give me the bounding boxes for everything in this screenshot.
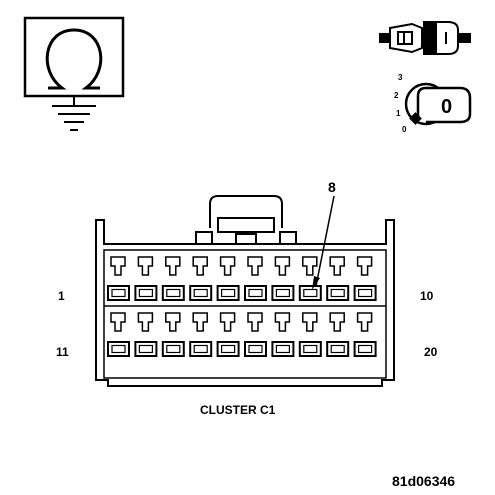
pin-cavity-inner (193, 344, 208, 354)
row1-end-label: 10 (420, 289, 434, 303)
pin-latch-tab (219, 256, 236, 276)
pin-latch-tab (192, 312, 208, 332)
pin-cavity-inner (330, 344, 345, 354)
ignition-position-1: 1 (396, 109, 401, 118)
ignition-position-3: 3 (398, 73, 403, 82)
ignition-key-icon: 3 2 1 0 0 (394, 73, 472, 134)
pin-latch-tab (329, 256, 345, 276)
omega-ground-icon (23, 16, 125, 131)
pin-cavity-inner (166, 344, 181, 354)
pin-latch-tab (302, 256, 318, 276)
pin-latch-tab (247, 256, 263, 276)
pin-cavity-inner (275, 288, 290, 298)
ignition-key-label: 0 (441, 96, 452, 118)
pin-latch-tab (137, 256, 154, 276)
pin-latch-tab (192, 256, 208, 276)
pin-callout-arrow (312, 195, 335, 290)
pin-cavity-inner (221, 288, 236, 298)
pin-cavity-inner (111, 344, 126, 354)
pin-latch-tab (302, 312, 318, 332)
pin-latch-tab (329, 312, 345, 332)
pin-cavity-inner (358, 288, 373, 298)
connector-plug-icon (379, 21, 471, 55)
pin-latch-tab (165, 256, 181, 276)
row2-end-label: 20 (424, 345, 438, 359)
pin-latch-tab (274, 312, 291, 332)
pin-latch-tab (356, 312, 373, 332)
pin-cavity-inner (221, 344, 236, 354)
pin-cavity-inner (248, 288, 263, 298)
connector-pins (107, 256, 377, 357)
callout-pin-label: 8 (328, 179, 336, 195)
connector-title: CLUSTER C1 (200, 403, 276, 417)
pin-cavity-inner (138, 344, 153, 354)
pin-cavity-inner (303, 344, 318, 354)
ignition-position-0: 0 (402, 125, 407, 134)
pin-cavity-inner (166, 288, 181, 298)
pin-latch-tab (219, 312, 236, 332)
pin-cavity-inner (248, 344, 263, 354)
pin-cavity-inner (330, 288, 345, 298)
pin-cavity-inner (138, 288, 153, 298)
pin-latch-tab (274, 256, 291, 276)
pin-cavity-inner (303, 288, 318, 298)
ignition-position-2: 2 (394, 91, 399, 100)
pin-cavity-inner (275, 344, 290, 354)
pin-cavity-inner (193, 288, 208, 298)
row2-start-label: 11 (56, 345, 69, 359)
figure-id: 81d06346 (392, 473, 455, 489)
pin-latch-tab (137, 312, 154, 332)
pin-latch-tab (247, 312, 263, 332)
pin-latch-tab (110, 312, 126, 332)
pin-cavity-inner (111, 288, 126, 298)
pin-latch-tab (110, 256, 126, 276)
pin-latch-tab (165, 312, 181, 332)
pin-latch-tab (356, 256, 373, 276)
pin-cavity-inner (358, 344, 373, 354)
row1-start-label: 1 (58, 289, 65, 303)
